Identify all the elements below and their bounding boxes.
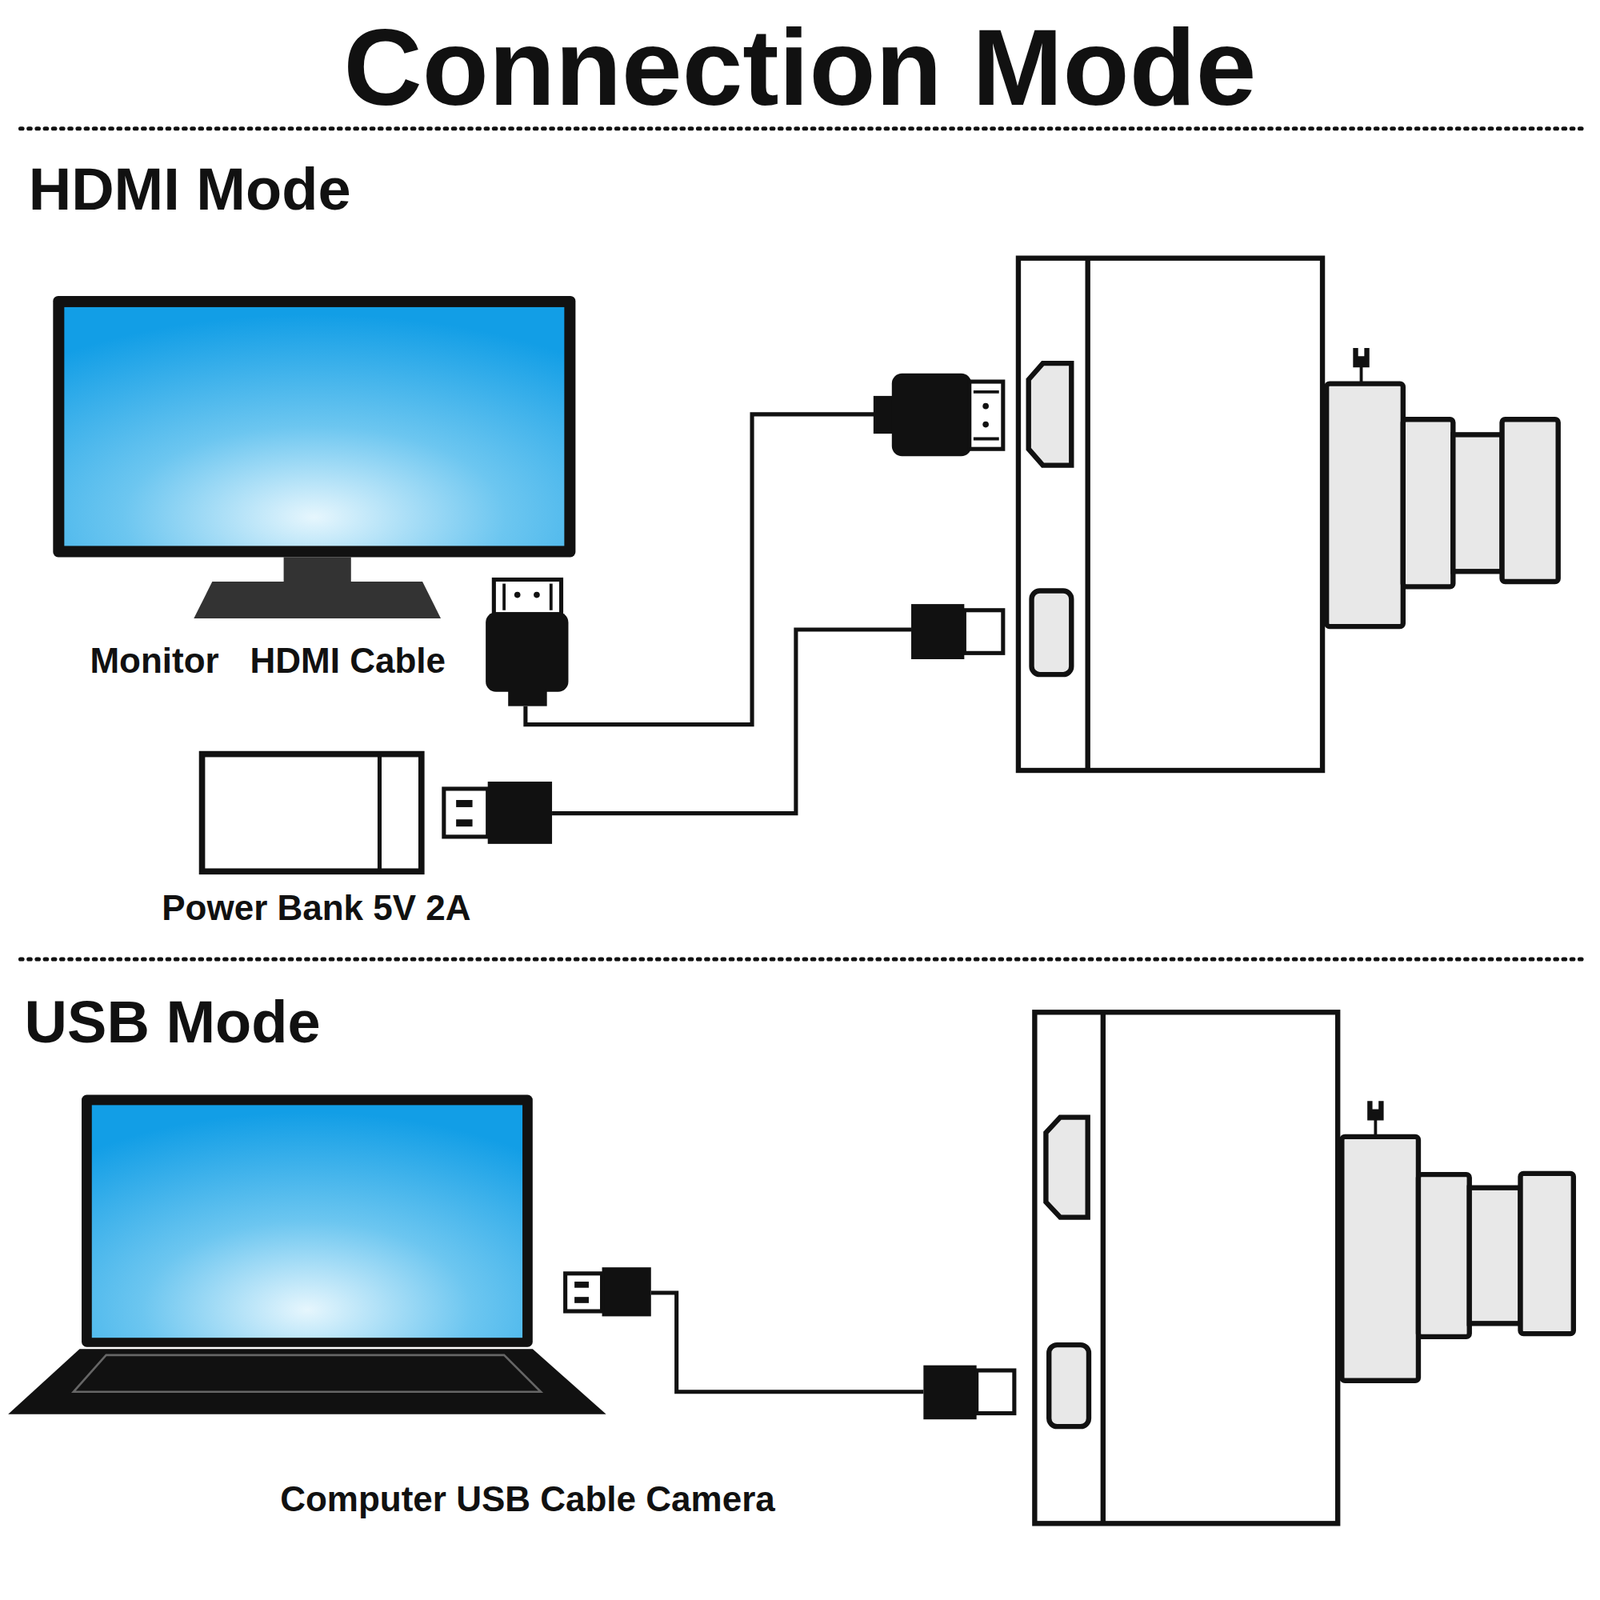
cable-label: HDMI Cable	[250, 640, 446, 682]
camera-icon	[1034, 1012, 1573, 1524]
laptop-icon	[8, 1095, 606, 1415]
usb-a-plug	[565, 1267, 652, 1316]
hdmi-plug	[873, 373, 1004, 456]
hdmi-cable	[525, 414, 876, 725]
caption-label: Computer USB Cable Camera	[280, 1479, 776, 1520]
device-name: Power Bank 5V 2A	[161, 888, 477, 929]
usb-a-plug	[444, 781, 552, 844]
section-heading: USB Mode	[24, 988, 321, 1056]
power-bank-label: Power Bank 5V 2A	[158, 888, 480, 929]
monitor-label: Monitor	[86, 640, 228, 682]
micro-usb-plug	[911, 604, 1004, 660]
section-heading: HDMI Mode	[28, 155, 352, 224]
camera-icon	[1018, 258, 1559, 771]
monitor-icon	[52, 296, 576, 619]
power-bank-icon	[202, 754, 422, 872]
divider	[20, 128, 1584, 960]
usb-cable	[552, 629, 912, 814]
micro-usb-plug	[923, 1365, 1015, 1420]
page-title: Connection Mode	[0, 4, 1600, 130]
hdmi-plug	[485, 579, 568, 706]
device-name: Monitor	[89, 640, 225, 682]
usb-cable	[651, 1292, 924, 1392]
